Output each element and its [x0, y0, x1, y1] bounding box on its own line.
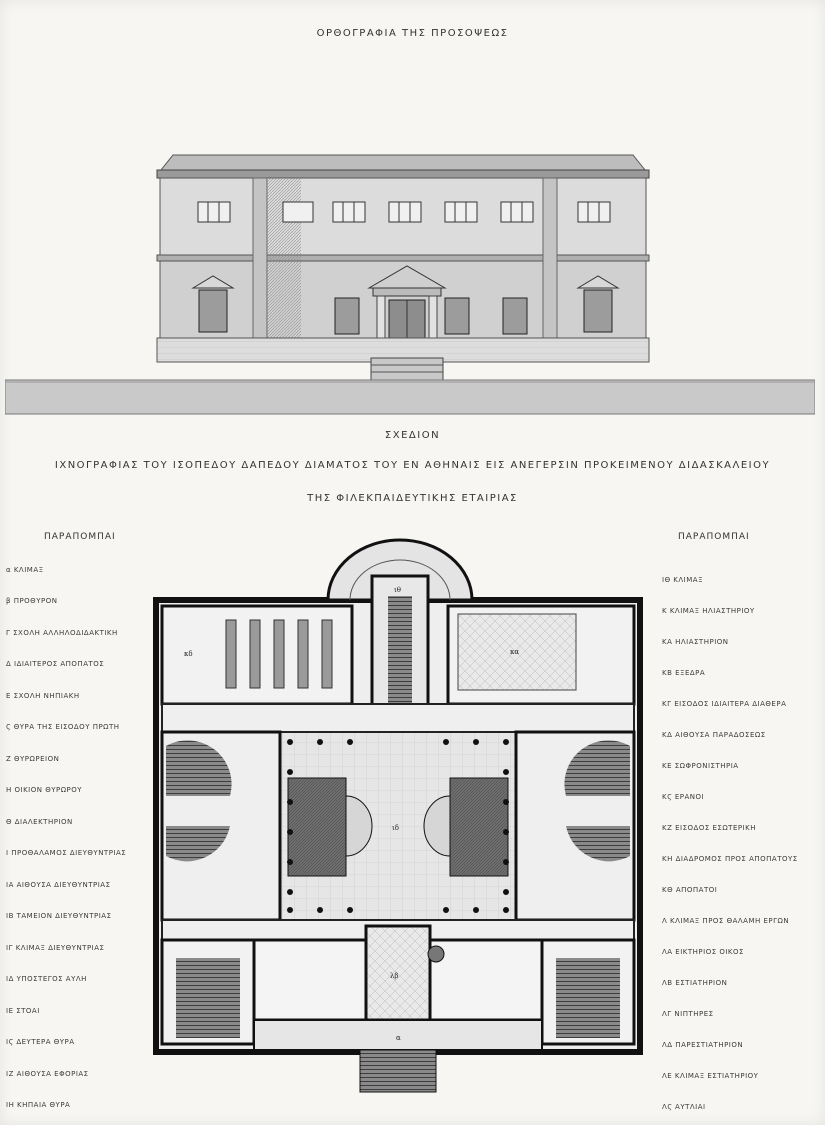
legend-item: ΚΒ ΕΞΕΔΡΑ [662, 669, 706, 677]
legend-item: ΛΒ ΕΣΤΙΑΤΗΡΙΟΝ [662, 979, 728, 987]
plan-label: ιδ [392, 824, 399, 832]
plan-label: λβ [390, 972, 398, 980]
legend-item: Δ ΙΔΙΑΙΤΕΡΟΣ ΑΠΟΠΑΤΟΣ [6, 660, 105, 668]
legend-item: Θ ΔΙΑΛΕΚΤΗΡΙΟΝ [6, 818, 73, 826]
legend-item: ΙΓ ΚΛΙΜΑΞ ΔΙΕΥΘΥΝΤΡΙΑΣ [6, 944, 105, 952]
floor-plan-drawing: ιθ ιδ α κδ κα λβ [153, 538, 643, 1093]
legend-item: ΙΗ ΚΗΠΑΙΑ ΘΥΡΑ [6, 1101, 71, 1109]
legend-item: Ε ΣΧΟΛΗ ΝΗΠΙΑΚΗ [6, 692, 80, 700]
legend-item: Η ΟΙΚΙΟΝ ΘΥΡΩΡΟΥ [6, 786, 83, 794]
legend-item: ΚΗ ΔΙΑΔΡΟΜΟΣ ΠΡΟΣ ΑΠΟΠΑΤΟΥΣ [662, 855, 798, 863]
legend-item: ΚΑ ΗΛΙΑΣΤΗΡΙΟΝ [662, 638, 729, 646]
legend-right-heading: ΠΑΡΑΠΟΜΠΑΙ [678, 532, 750, 542]
legend-item: ΚΓ ΕΙΣΟΔΟΣ ΙΔΙΑΙΤΕΡΑ ΔΙΑΘΕΡΑ [662, 700, 787, 708]
legend-item: ΚΘ ΑΠΟΠΑΤΟΙ [662, 886, 718, 894]
legend-item: ΙΖ ΑΙΘΟΥΣΑ ΕΦΟΡΙΑΣ [6, 1070, 89, 1078]
plan-title: ΙΧΝΟΓΡΑΦΙΑΣ ΤΟΥ ΙΣΟΠΕΔΟΥ ΔΑΠΕΔΟΥ ΔΙΑΜΑΤΟ… [54, 460, 771, 471]
legend-item: ΙΔ ΥΠΟΣΤΕΓΟΣ ΑΥΛΗ [6, 975, 87, 983]
legend-item: ΛΑ ΕΙΚΤΗΡΙΟΣ ΟΙΚΟΣ [662, 948, 744, 956]
legend-item: ΛΓ ΝΙΠΤΗΡΕΣ [662, 1010, 714, 1018]
legend-item: Ζ ΘΥΡΩΡΕΙΟΝ [6, 755, 60, 763]
legend-item: Ι ΠΡΟΘΑΛΑΜΟΣ ΔΙΕΥΘΥΝΤΡΙΑΣ [6, 849, 127, 857]
legend-item: Κ ΚΛΙΜΑΞ ΗΛΙΑΣΤΗΡΙΟΥ [662, 607, 755, 615]
legend-item: ΙΒ ΤΑΜΕΙΟΝ ΔΙΕΥΘΥΝΤΡΙΑΣ [6, 912, 112, 920]
plan-label: κα [510, 648, 519, 656]
legend-item: ΙΑ ΑΙΘΟΥΣΑ ΔΙΕΥΘΥΝΤΡΙΑΣ [6, 881, 111, 889]
legend-item: α ΚΛΙΜΑΞ [6, 566, 44, 574]
legend-item: Λ ΚΛΙΜΑΞ ΠΡΟΣ ΘΑΛΑΜΗ ΕΡΓΩΝ [662, 917, 790, 925]
legend-item: ΙΕ ΣΤΟΑΙ [6, 1007, 40, 1015]
legend-item: ΚΕ ΣΩΦΡΟΝΙΣΤΗΡΙΑ [662, 762, 739, 770]
legend-item: ΚΖ ΕΙΣΟΔΟΣ ΕΣΩΤΕΡΙΚΗ [662, 824, 757, 832]
legend-item: ΙϚ ΔΕΥΤΕΡΑ ΘΥΡΑ [6, 1038, 75, 1046]
facade-elevation-drawing [5, 154, 815, 415]
legend-item: ΛΔ ΠΑΡΕΣΤΙΑΤΗΡΙΟΝ [662, 1041, 744, 1049]
legend-item: ΛΕ ΚΛΙΜΑΞ ΕΣΤΙΑΤΗΡΙΟΥ [662, 1072, 759, 1080]
legend-item: ΚΔ ΑΙΘΟΥΣΑ ΠΑΡΑΔΟΣΕΩΣ [662, 731, 766, 739]
legend-item: ΙΘ ΚΛΙΜΑΞ [662, 576, 703, 584]
legend-item: β ΠΡΟΘΥΡΟΝ [6, 597, 58, 605]
plan-word: ΣΧΕΔΙΟΝ [384, 430, 441, 441]
society-title: ΤΗΣ ΦΙΛΕΚΠΑΙΔΕΥΤΙΚΗΣ ΕΤΑΙΡΙΑΣ [307, 493, 518, 504]
plan-label: κδ [184, 650, 193, 658]
legend-item: Ϛ ΘΥΡΑ ΤΗΣ ΕΙΣΟΔΟΥ ΠΡΩΤΗ [6, 723, 120, 731]
plan-label: α [396, 1034, 401, 1042]
legend-item: Γ ΣΧΟΛΗ ΑΛΛΗΛΟΔΙΔΑΚΤΙΚΗ [6, 629, 118, 637]
legend-left-heading: ΠΑΡΑΠΟΜΠΑΙ [44, 532, 116, 542]
legend-item: ΚϚ ΕΡΑΝΟΙ [662, 793, 705, 801]
legend-item: ΛϚ ΑΥΤΛΙΑΙ [662, 1103, 706, 1111]
plan-label: ιθ [394, 586, 401, 594]
elevation-title: ΟΡΘΟΓΡΑΦΙΑ ΤΗΣ ΠΡΟΣΟΨΕΩΣ [316, 28, 509, 39]
